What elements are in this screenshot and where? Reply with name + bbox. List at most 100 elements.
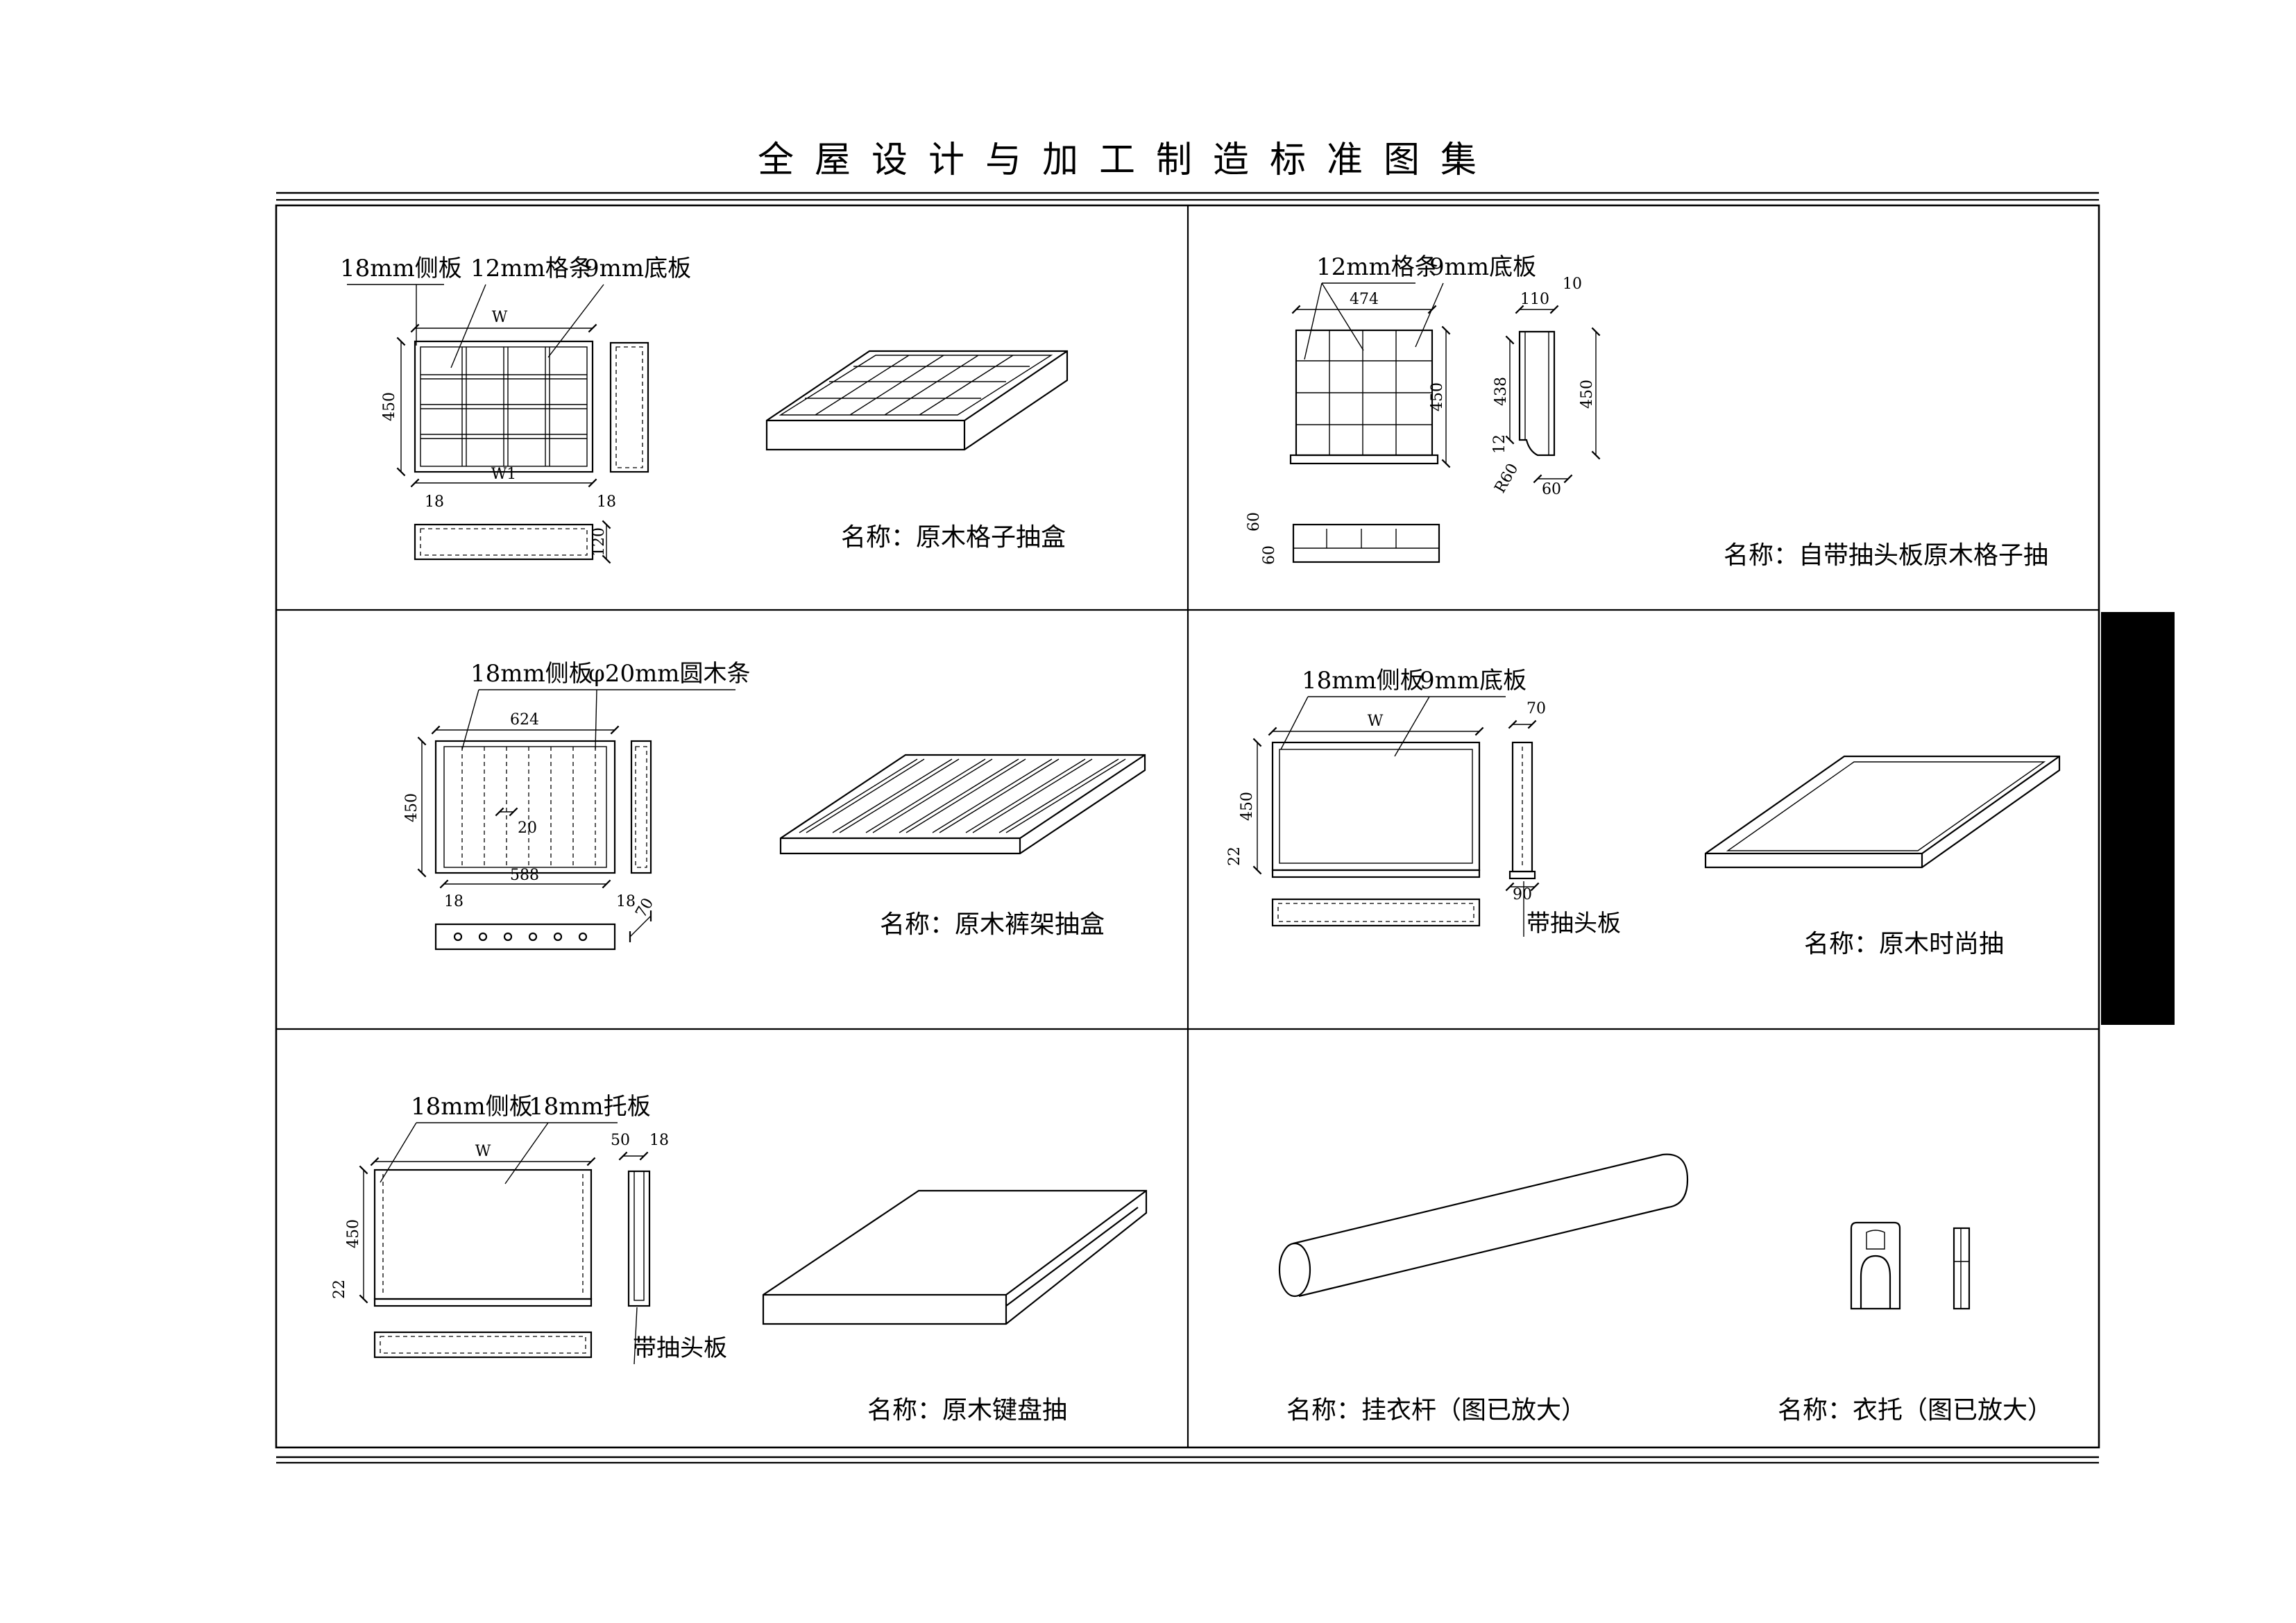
callout-divider: 12mm格条 [470, 255, 593, 282]
panel-name: 名称：原木键盘抽 [867, 1396, 1067, 1425]
dim-side-depth: 70 [1527, 700, 1546, 717]
drawer-base [1271, 869, 1481, 878]
iso-rack-box [779, 754, 1146, 855]
dim-bottom: 22 [331, 1280, 348, 1299]
dim-front-a: 60 [1245, 512, 1263, 532]
panel-name: 名称：原木时尚抽 [1804, 930, 2004, 958]
iso-keyboard [762, 1189, 1148, 1325]
panel-grid-drawer-with-front: 12mm格条 9mm底板 474 450 110 10 438 12 R60 6… [1245, 253, 2048, 570]
dim-height: 450 [1429, 382, 1446, 411]
leader-line [461, 689, 479, 750]
dim-side-left: 18 [444, 893, 464, 910]
side-view [609, 341, 649, 473]
iso-rack-rods [799, 758, 1126, 833]
panel-name: 名称：原木裤架抽盒 [880, 910, 1105, 939]
dim-radius: R60 [1492, 461, 1522, 496]
holder-slot [1866, 1230, 1885, 1250]
dim-side-depth: 110 [1520, 291, 1549, 308]
leader-line [504, 1122, 549, 1184]
rod-hole [553, 932, 563, 942]
leader-line [1394, 696, 1430, 757]
dim-width: 624 [510, 711, 539, 729]
rod-hole [478, 932, 488, 942]
callout-with-front: 带抽头板 [1527, 910, 1621, 937]
dim-front-depth: 90 [1513, 886, 1532, 903]
drawer-outline [1271, 741, 1481, 872]
dim-height: 450 [1239, 792, 1256, 821]
dim-side-thick: 10 [1563, 275, 1582, 293]
callout-side-panel: 18mm侧板 [470, 660, 593, 688]
callout-bottom-panel: 9mm底板 [1420, 667, 1527, 695]
side-view [1511, 741, 1533, 873]
callout-divider: 12mm格条 [1316, 253, 1438, 281]
callout-bottom-panel: 9mm底板 [584, 255, 691, 282]
leader-line [1304, 282, 1323, 360]
holder-front [1850, 1221, 1901, 1310]
panel-name: 名称：挂衣杆（图已放大） [1286, 1396, 1586, 1425]
callout-side-panel: 18mm侧板 [340, 255, 462, 282]
callout-with-front: 带抽头板 [633, 1334, 727, 1362]
callout-side-panel: 18mm侧板 [1302, 667, 1424, 695]
iso-grid-box [765, 350, 1069, 451]
grid-box-outline [414, 340, 594, 473]
panel-trouser-rack-drawer: 18mm侧板 φ20mm圆木条 624 450 20 588 18 18 [403, 660, 1146, 951]
dim-height: 450 [403, 793, 420, 822]
dim-line-depth [629, 910, 652, 942]
panel-grid-drawer-box: 18mm侧板 12mm格条 9mm底板 W 450 W1 18 18 [340, 255, 1069, 564]
side-view-inner [633, 1171, 645, 1301]
leader-line [380, 1122, 417, 1183]
rod-hole [528, 932, 538, 942]
bottom-view [414, 523, 594, 561]
dim-side-depth: 50 [611, 1132, 630, 1149]
dim-side-thick: 18 [649, 1132, 669, 1149]
panel-rod-holder: 名称：衣托（图已放大） [1778, 1221, 2052, 1425]
dim-bottom: 22 [1226, 847, 1243, 866]
drawer-inner [1279, 749, 1473, 864]
side-view [627, 1170, 651, 1307]
dim-side-bottom: 12 [1491, 434, 1508, 454]
dim-side-left: 18 [425, 493, 444, 511]
chapter-tab [2101, 612, 2175, 1025]
iso-tray [1704, 755, 2061, 869]
leader-line [547, 284, 604, 358]
keyboard-outline [373, 1169, 593, 1300]
panel-fashion-drawer: 18mm侧板 9mm底板 W 450 22 70 90 带抽头板 名称：原木时尚… [1226, 667, 2061, 958]
leader-line [595, 689, 597, 750]
side-view-hidden [615, 346, 643, 468]
bottom-view-hidden [1277, 903, 1474, 922]
panel-name: 名称：原木格子抽盒 [841, 523, 1066, 552]
rod-hole [453, 932, 463, 942]
dim-rod: 20 [518, 819, 537, 837]
dim-height: 450 [345, 1219, 362, 1248]
leader-line [1415, 282, 1444, 348]
holder-side [1953, 1227, 1971, 1310]
rod-body [1293, 1153, 1689, 1298]
iso-grid-inner [779, 355, 1053, 416]
dim-side-right: 18 [597, 493, 616, 511]
holder-cutout [1860, 1255, 1891, 1309]
rack-box-outline [434, 740, 616, 874]
dim-inner-width: W1 [491, 466, 517, 483]
bottom-view [1271, 898, 1481, 927]
leader-line [1280, 696, 1309, 750]
leader-line [450, 284, 486, 368]
dim-inner-width: 588 [510, 867, 539, 884]
side-front [1508, 870, 1536, 880]
panel-name: 名称：自带抽头板原木格子抽 [1724, 541, 2048, 570]
callout-bottom-panel: 9mm底板 [1429, 253, 1536, 281]
page-title: 全屋设计与加工制造标准图集 [758, 139, 1497, 181]
bottom-view-hidden [420, 528, 588, 556]
dim-front-b: 60 [1261, 545, 1278, 565]
front-plate [1289, 454, 1439, 465]
iso-tray-inner [1726, 761, 2046, 851]
bottom-view [434, 923, 616, 951]
dim-side-right: 18 [616, 893, 636, 910]
rod-hole [503, 932, 513, 942]
dim-height: 450 [381, 392, 398, 421]
keyboard-base [373, 1298, 593, 1307]
rod-hole [578, 932, 588, 942]
bottom-view [1292, 523, 1440, 563]
callout-round-rod: φ20mm圆木条 [588, 660, 751, 688]
dim-depth: 70 [633, 895, 658, 921]
